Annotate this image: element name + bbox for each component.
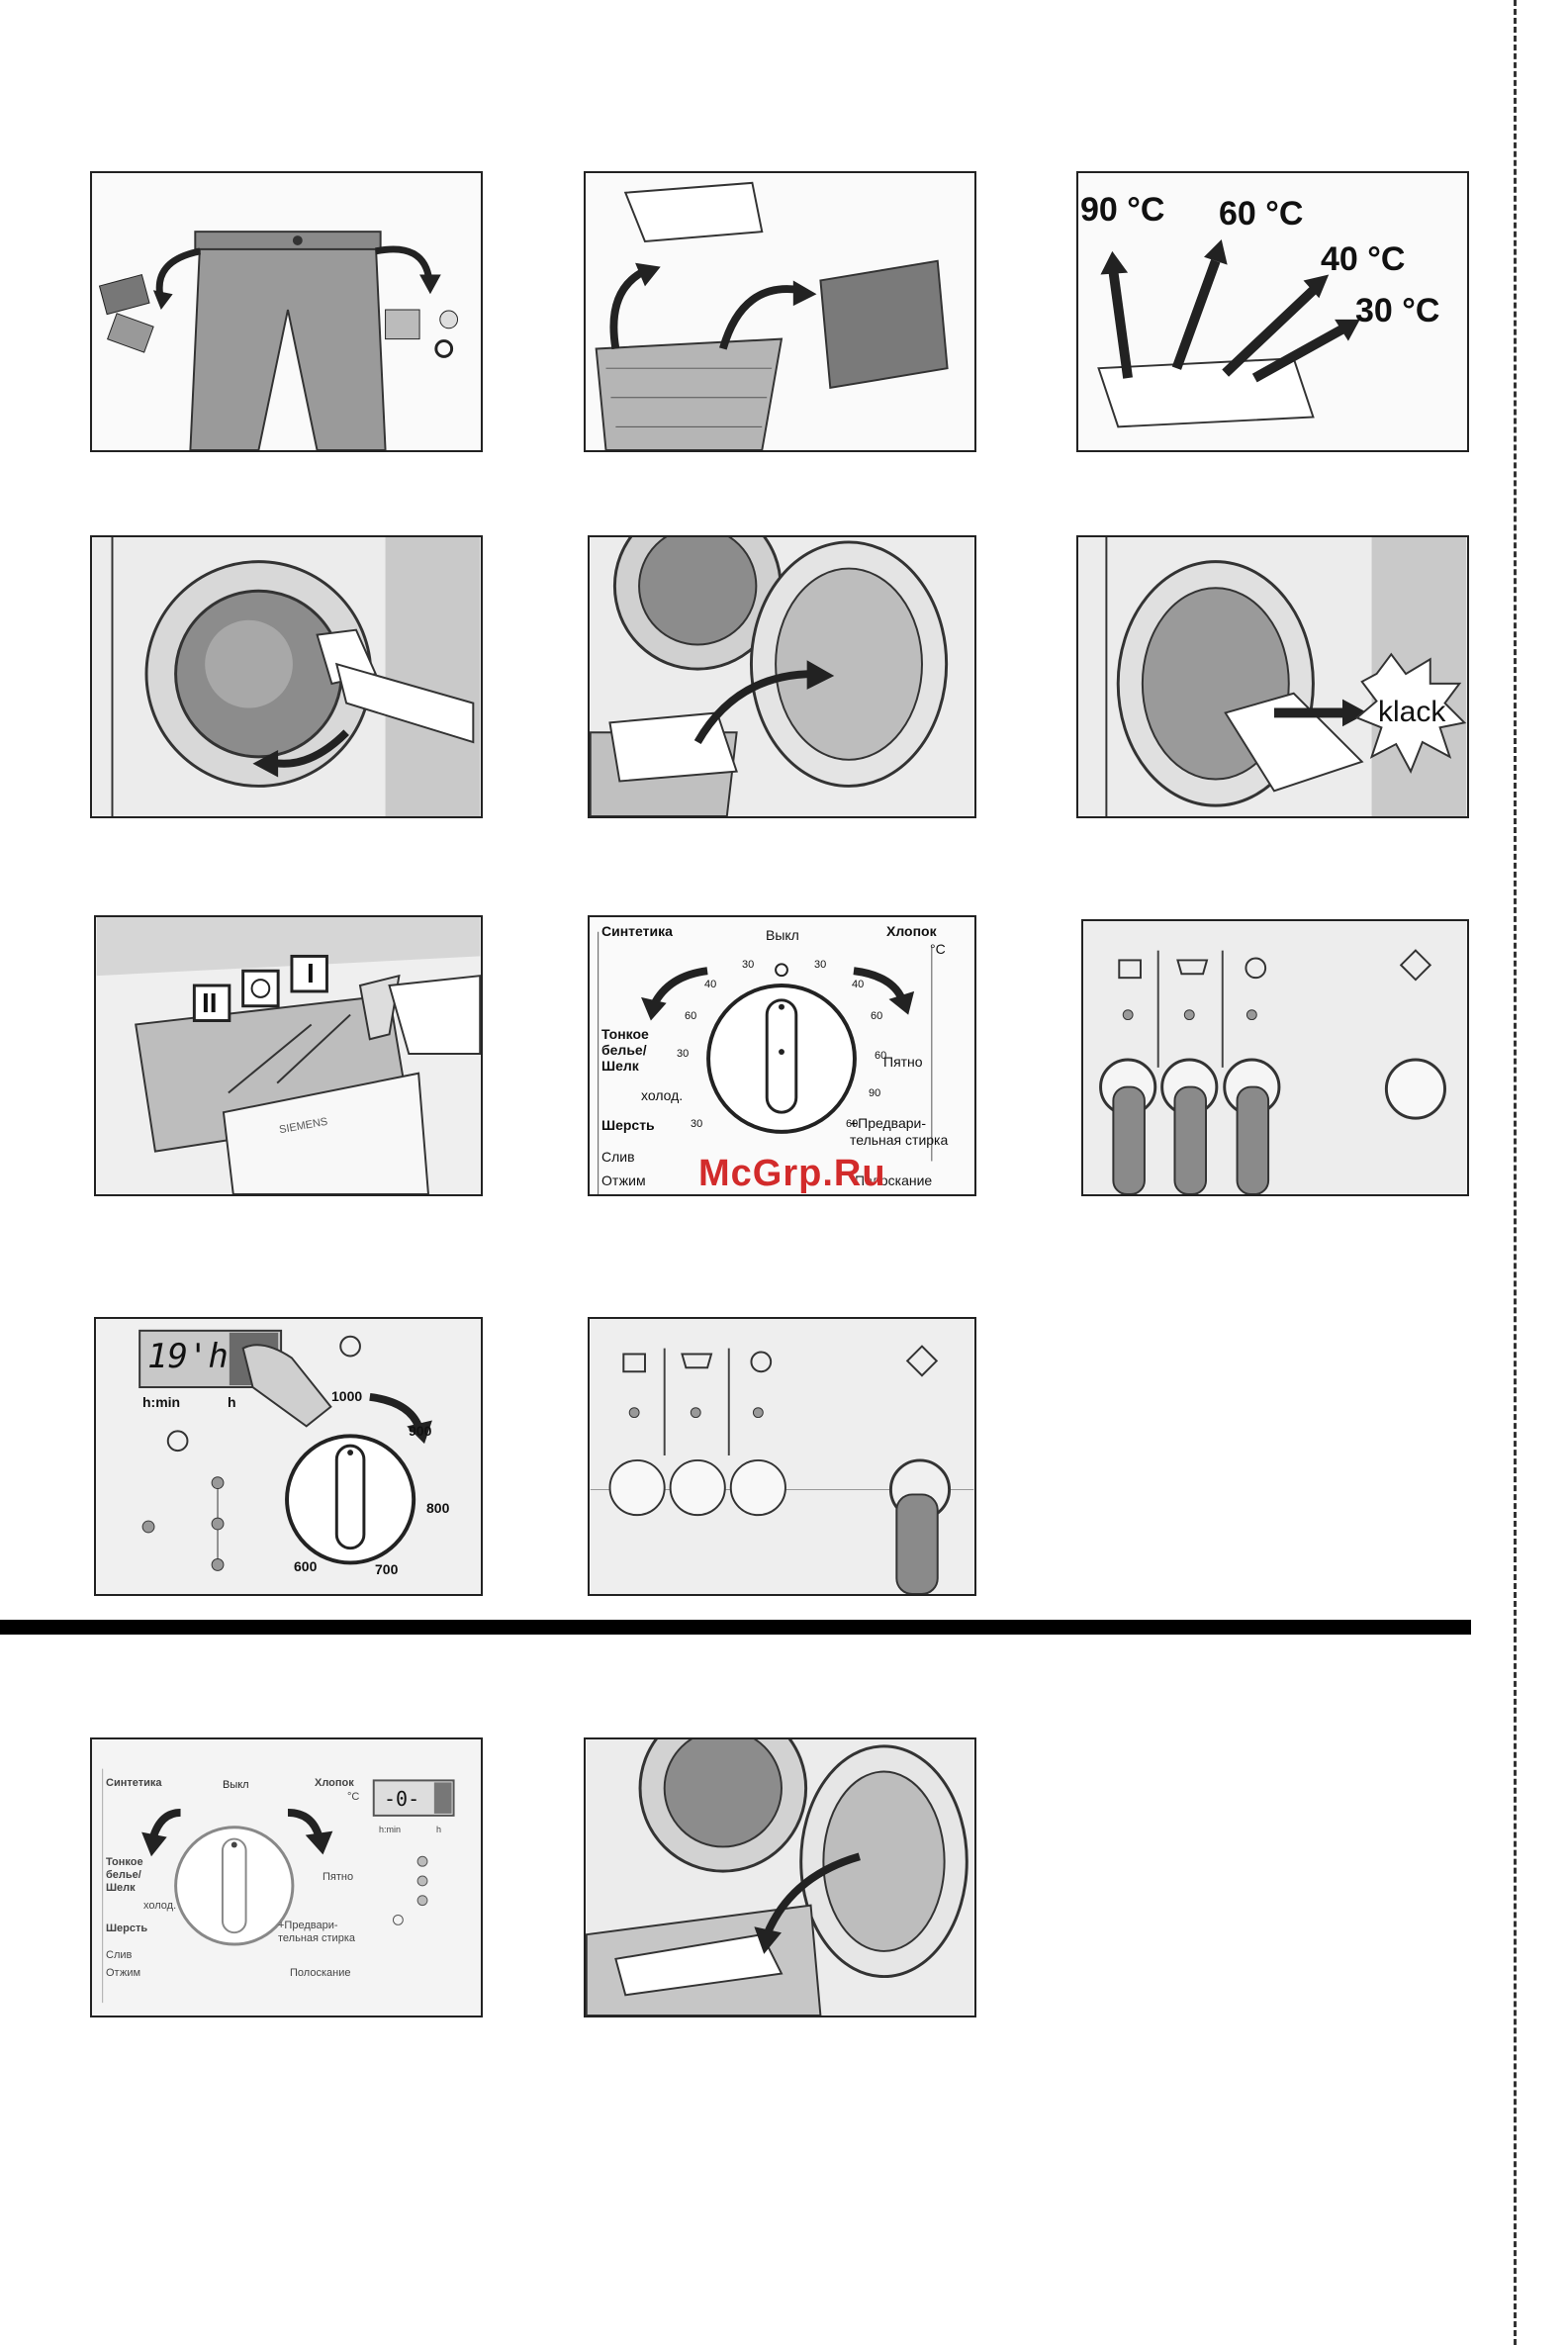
temp-60-label: 60 °C (1219, 195, 1304, 233)
temperature-arrows-illustration (1078, 173, 1467, 450)
panel-start-button (588, 1317, 976, 1596)
panel-close-door: klack (1076, 535, 1469, 818)
speed-900-label: 900 (409, 1423, 432, 1439)
panel-option-buttons (1081, 919, 1469, 1196)
dial2-wool-label: Шерсть (106, 1923, 148, 1934)
dial-30-left-bottom: 30 (691, 1118, 703, 1130)
dial-synthetics-label: Синтетика (601, 923, 673, 939)
dial2-stain-label: Пятно (323, 1871, 354, 1883)
dial-wool-label: Шерсть (601, 1117, 655, 1133)
dial-90-right: 90 (869, 1087, 881, 1099)
dial-cold-label: холод. (641, 1087, 684, 1103)
program-dial-illustration (590, 917, 974, 1194)
dial-delicates-label: Тонкое белье/ Шелк (601, 1026, 649, 1074)
temp-30-label: 30 °C (1355, 292, 1440, 329)
dial2-delicates-label: Тонкое белье/ Шелк (106, 1856, 143, 1894)
temp-90-label: 90 °C (1080, 191, 1165, 229)
dial2-cotton-label: Хлопок (315, 1777, 354, 1789)
dial-off-illustration (92, 1739, 481, 2016)
trousers-illustration (92, 173, 481, 450)
dial-prewash-label: +Предвари- тельная стирка (850, 1115, 949, 1148)
dial-30-left-mid: 30 (677, 1048, 690, 1060)
load-laundry-illustration (590, 537, 974, 816)
dispenser-illustration (96, 917, 481, 1194)
panel-load-laundry (588, 535, 976, 818)
panel-sort-laundry (584, 171, 976, 452)
mini-hmin-label: h:min (379, 1825, 402, 1834)
panel-spin-speed: 19'h h:min h 1000 900 800 700 600 (94, 1317, 483, 1596)
panel-empty-pockets (90, 171, 483, 452)
dial-off-label: Выкл (766, 927, 799, 943)
panel-unload-laundry (584, 1737, 976, 2017)
panel-open-door (90, 535, 483, 818)
timer-hmin-label: h:min (142, 1394, 181, 1410)
klack-sound-label: klack (1378, 696, 1446, 728)
open-door-illustration (92, 537, 481, 816)
compartment-ii-label: II (202, 987, 218, 1018)
dial-rinse-label: Полоскание (855, 1172, 933, 1188)
dial-60-right-bottom: 60 (846, 1118, 859, 1130)
dial-30-left-top: 30 (742, 959, 755, 971)
dial-60-right-top: 60 (871, 1010, 883, 1022)
start-button-illustration (590, 1319, 974, 1594)
dial-celsius-label: °C (930, 941, 946, 957)
dial2-rinse-label: Полоскание (290, 1967, 351, 1979)
dashed-cut-line (1514, 0, 1517, 2345)
dial2-off-label: Выкл (223, 1779, 249, 1791)
digital-display: 19'h (147, 1337, 229, 1376)
watermark: McGrp.Ru (698, 1153, 886, 1194)
panel-program-dial: Синтетика Выкл Хлопок °C Тонкое белье/ Ш… (588, 915, 976, 1196)
temp-40-label: 40 °C (1321, 240, 1406, 278)
dial2-drain-label: Слив (106, 1949, 133, 1961)
dial-40-right: 40 (852, 979, 865, 990)
dial2-cold-label: холод. (143, 1900, 177, 1912)
dial2-celsius-label: °C (347, 1791, 360, 1803)
dial2-prewash-label: +Предвари- тельная стирка (278, 1920, 355, 1944)
panel-temperatures: 90 °C 60 °C 40 °C 30 °C (1076, 171, 1469, 452)
speed-1000-label: 1000 (331, 1388, 363, 1404)
dial-60-right-mid: 60 (875, 1050, 887, 1062)
dial-60-left: 60 (685, 1010, 697, 1022)
dial-drain-label: Слив (601, 1149, 635, 1165)
unload-laundry-illustration (586, 1739, 974, 2016)
dial2-spin-label: Отжим (106, 1967, 141, 1979)
section-separator (0, 1620, 1471, 1635)
dial2-synthetics-label: Синтетика (106, 1777, 162, 1789)
panel-detergent-dispenser: II I SIEMENS (94, 915, 483, 1196)
dial-spin-label: Отжим (601, 1172, 646, 1188)
dial-cotton-label: Хлопок (886, 923, 937, 939)
compartment-i-label: I (307, 958, 315, 988)
dial-stain-label: Пятно (883, 1054, 923, 1070)
spin-speed-illustration (96, 1319, 481, 1594)
mini-h-label: h (436, 1825, 442, 1834)
dial-40-left: 40 (704, 979, 717, 990)
panel-dial-off: Синтетика Выкл Хлопок °C Тонкое белье/ Ш… (90, 1737, 483, 2017)
sort-laundry-illustration (586, 173, 974, 450)
timer-h-label: h (228, 1394, 236, 1410)
close-door-illustration (1078, 537, 1467, 816)
speed-700-label: 700 (375, 1561, 399, 1577)
mini-display: -0- (384, 1787, 420, 1811)
dial-30-right-top: 30 (814, 959, 827, 971)
option-buttons-illustration (1083, 921, 1467, 1194)
speed-600-label: 600 (294, 1558, 318, 1574)
speed-800-label: 800 (426, 1500, 450, 1516)
